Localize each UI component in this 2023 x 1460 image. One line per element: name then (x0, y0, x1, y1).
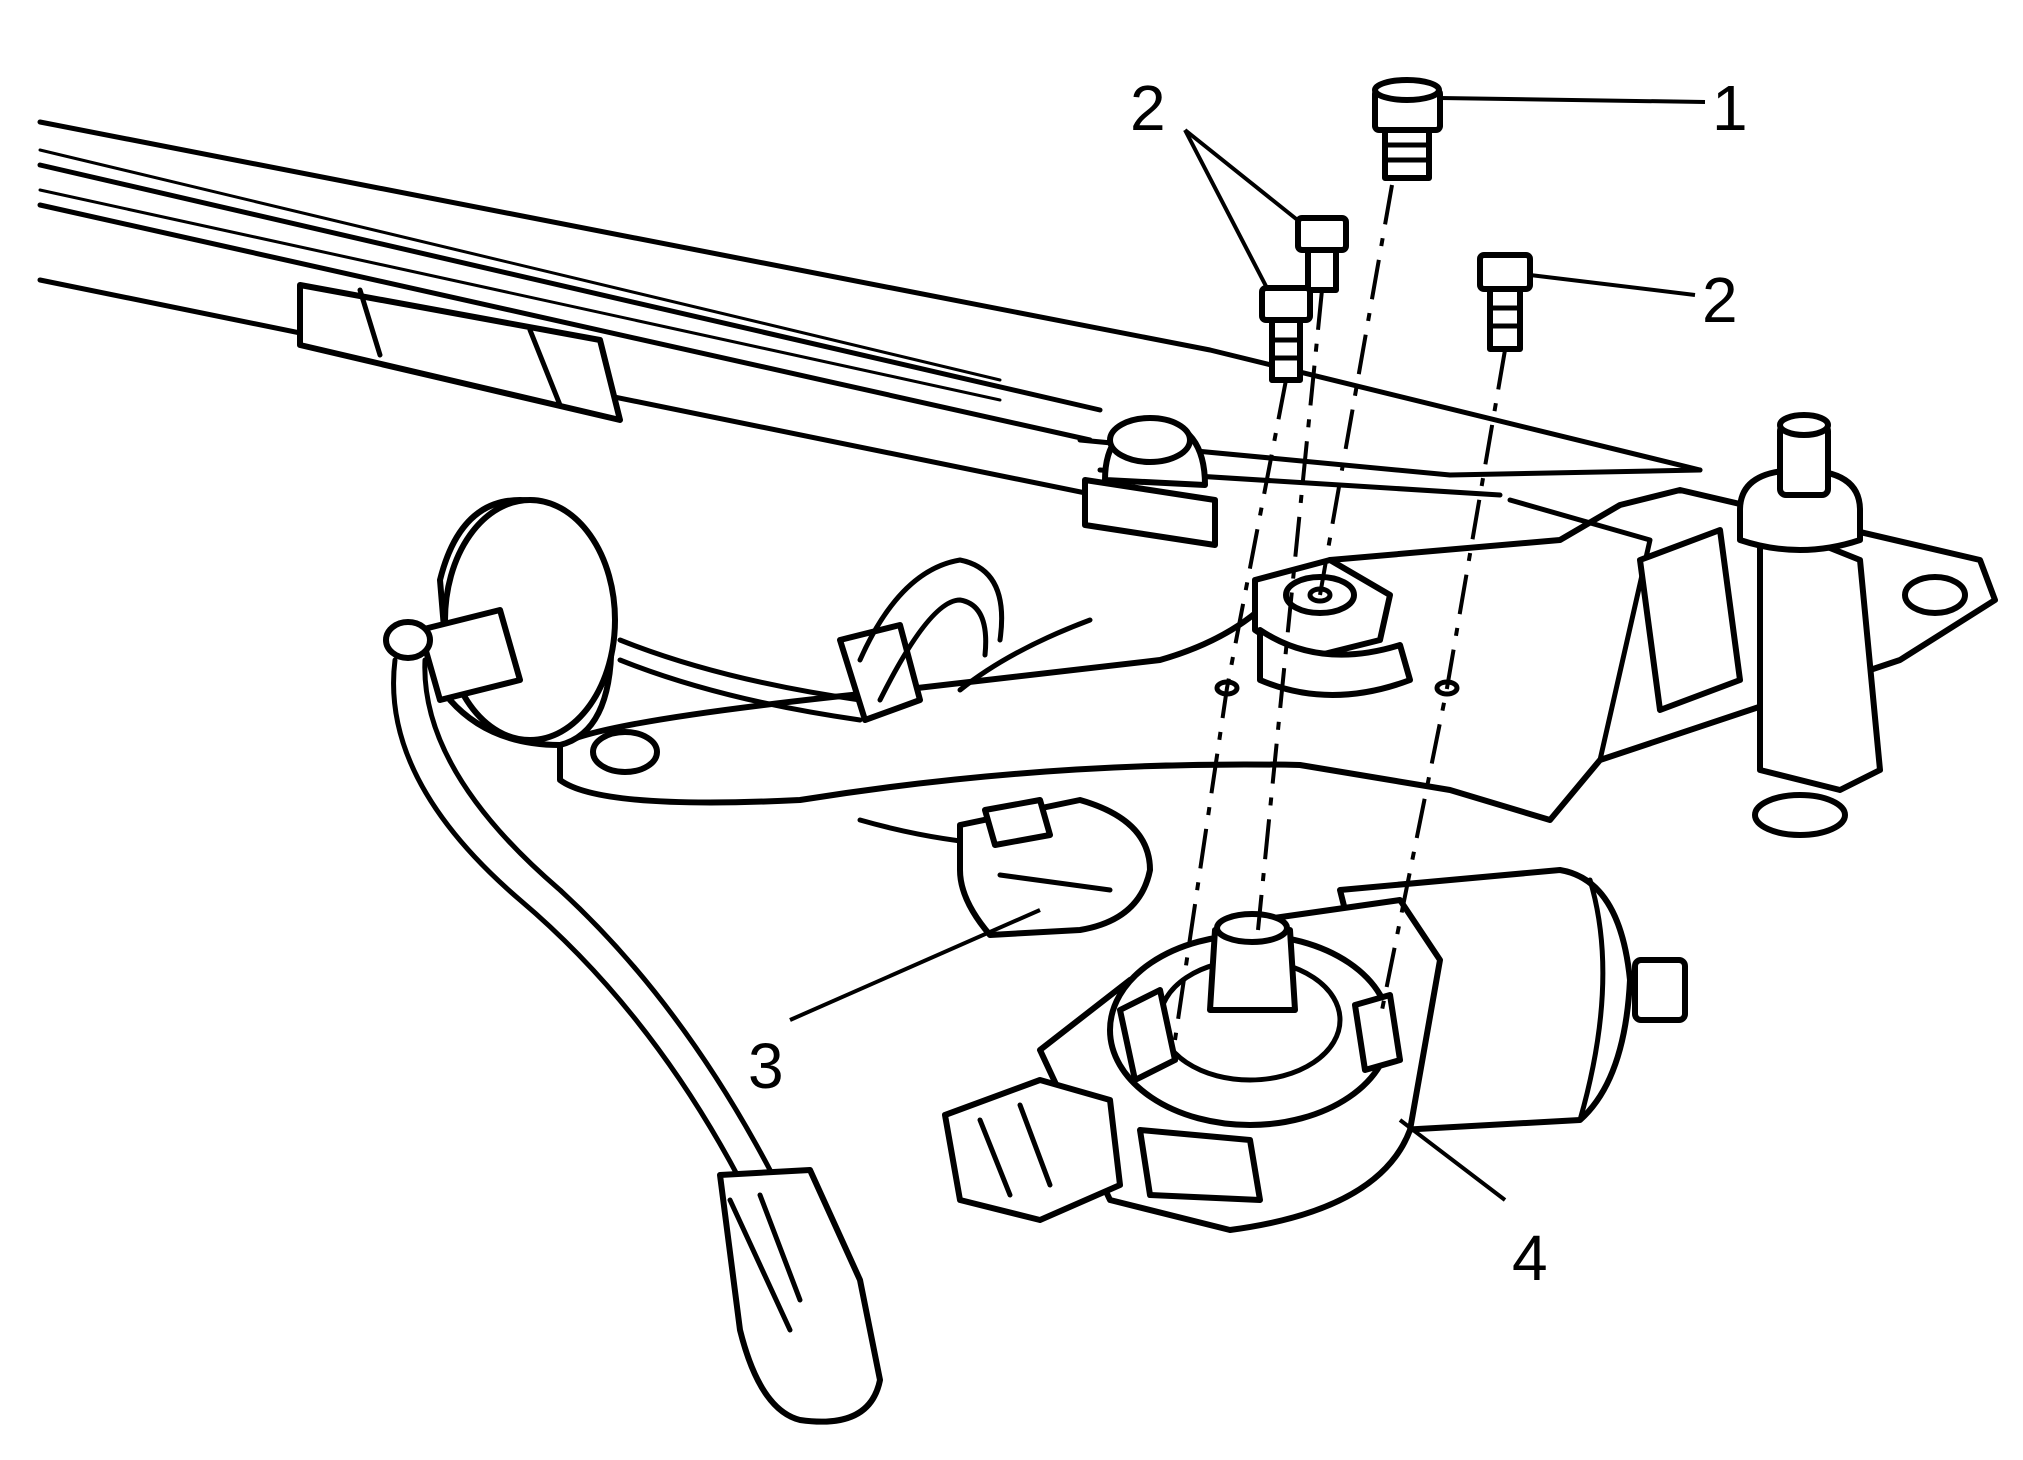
mounting-bracket (557, 487, 1998, 823)
pivot-housing (1082, 415, 1218, 548)
bolt-1 (1372, 77, 1443, 181)
callout-2-right: 2 (1702, 264, 1738, 336)
callout-labels: 1 2 2 3 4 (748, 72, 1748, 1294)
wiper-motor (942, 867, 1688, 1233)
left-wire-harness (383, 497, 1005, 1425)
callout-2-pair: 2 (1130, 72, 1166, 144)
bolt-2-b (1259, 285, 1313, 383)
wiper-linkage-rods (37, 119, 1703, 503)
callout-leaders (789, 96, 1706, 1202)
electrical-connector (857, 797, 1153, 938)
callout-1: 1 (1712, 72, 1748, 144)
callout-4: 4 (1512, 1222, 1548, 1294)
alignment-lines (1173, 184, 1507, 1041)
callout-3: 3 (748, 1030, 784, 1102)
bolt-2-a (1295, 215, 1349, 293)
right-pivot-shaft (1637, 412, 1968, 838)
bolt-2-c (1477, 252, 1533, 352)
